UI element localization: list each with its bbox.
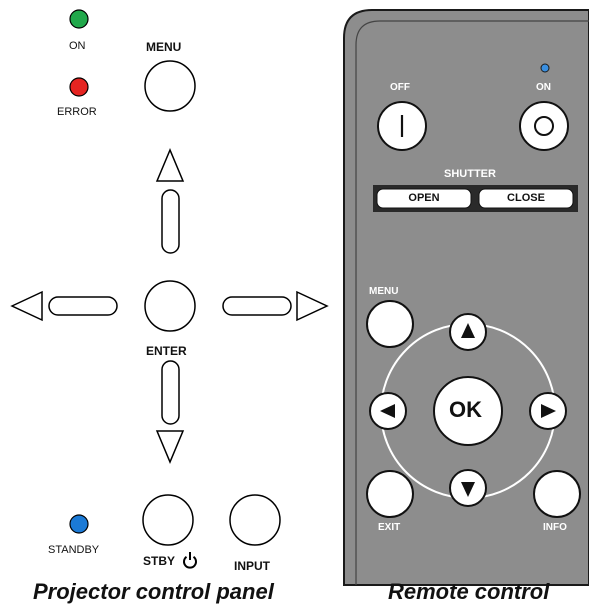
remote-info-button[interactable]: [533, 470, 581, 518]
remote-off-label: OFF: [390, 82, 410, 93]
panel-standby-button[interactable]: [142, 494, 194, 546]
panel-right-arrow-icon: [296, 290, 329, 322]
panel-up-arrow-icon: [155, 148, 185, 182]
panel-right-button[interactable]: [222, 296, 292, 316]
remote-body: [343, 9, 589, 586]
panel-down-arrow-icon: [155, 430, 185, 464]
shutter-open-label: OPEN: [408, 192, 440, 204]
remote-menu-label: MENU: [369, 286, 399, 297]
remote-on-label: ON: [536, 82, 551, 93]
panel-input-button[interactable]: [229, 494, 281, 546]
panel-menu-button[interactable]: [144, 60, 196, 112]
projector-panel-caption: Projector control panel: [33, 579, 274, 604]
standby-indicator-led: [69, 514, 89, 534]
panel-standby-label: STBY: [143, 554, 176, 568]
standby-indicator-label: STANDBY: [48, 544, 100, 556]
remote-on-indicator-led: [540, 63, 550, 73]
remote-menu-button[interactable]: [366, 300, 414, 348]
remote-ok-label: OK: [449, 397, 482, 422]
error-indicator-label: ERROR: [57, 106, 97, 118]
remote-up-arrow-icon: [461, 323, 475, 338]
panel-enter-label: ENTER: [146, 344, 187, 358]
remote-down-arrow-icon: [461, 482, 475, 497]
panel-up-button[interactable]: [161, 189, 180, 254]
power-icon: [183, 552, 197, 569]
remote-exit-label: EXIT: [378, 522, 401, 533]
on-indicator-led: [69, 9, 89, 29]
remote-left-arrow-icon: [380, 404, 395, 418]
remote-ok-button[interactable]: [433, 376, 503, 446]
on-ring-icon: [534, 116, 554, 136]
remote-info-label: INFO: [543, 522, 567, 533]
on-indicator-label: ON: [69, 40, 86, 52]
panel-menu-label: MENU: [146, 40, 182, 54]
remote-exit-button[interactable]: [366, 470, 414, 518]
panel-down-button[interactable]: [161, 360, 180, 425]
panel-left-button[interactable]: [48, 296, 118, 316]
shutter-label: SHUTTER: [444, 168, 496, 180]
panel-enter-button[interactable]: [144, 280, 196, 332]
shutter-close-label: CLOSE: [507, 192, 545, 204]
remote-control-caption: Remote control: [388, 579, 550, 604]
shutter-close-button[interactable]: [478, 188, 574, 209]
panel-left-arrow-icon: [10, 290, 43, 322]
remote-on-button[interactable]: [519, 101, 569, 151]
error-indicator-led: [69, 77, 89, 97]
shutter-open-button[interactable]: [376, 188, 472, 209]
remote-inner-outline: [355, 20, 589, 585]
remote-right-arrow-icon: [541, 404, 556, 418]
panel-input-label: INPUT: [234, 559, 270, 573]
